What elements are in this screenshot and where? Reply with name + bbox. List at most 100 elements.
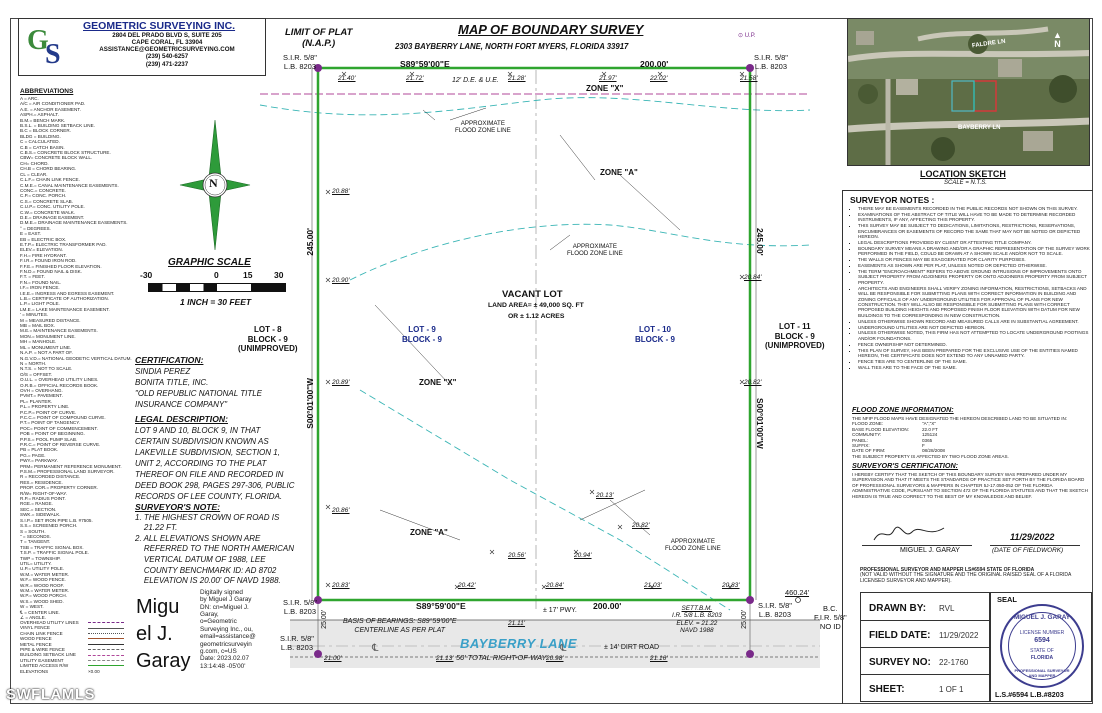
company-email[interactable]: ASSISTANCE@GEOMETRICSURVEYING.COM bbox=[99, 46, 235, 54]
abbreviation-item: M = MEASURED DISTANCE. bbox=[20, 317, 81, 323]
abbreviation-item: R.P.= RADIUS POINT. bbox=[20, 496, 66, 502]
surveyor-note-left-lines: 1. THE HIGHEST CROWN OF ROAD IS 21.22 FT… bbox=[135, 513, 335, 587]
abbreviation-item: SEC.= SECTION. bbox=[20, 506, 57, 512]
flood-info-outro: THE SUBJECT PROPERTY IS AFFECTED BY TWO … bbox=[852, 453, 1009, 459]
e25-label: 25.00' bbox=[741, 610, 748, 629]
legal-line: UNIT 2, ACCORDING TO THE PLAT bbox=[135, 459, 267, 468]
digital-signature-line: DN: cn=Miguel J. bbox=[200, 603, 249, 611]
abbreviation-item: W.M.= WATER METER. bbox=[20, 587, 70, 593]
abbreviation-item: T = TANGENT. bbox=[20, 539, 51, 545]
abbreviation-item: POC= POINT OF COMMENCEMENT. bbox=[20, 425, 98, 431]
company-logo: G S bbox=[25, 25, 65, 70]
elevation-label: 21.00' bbox=[324, 655, 342, 662]
elevation-label: 21.11' bbox=[508, 620, 526, 627]
abbreviation-item: N.T.S. = NOT TO SCALE. bbox=[20, 366, 73, 372]
certification-line: SINDIA PEREZ bbox=[135, 367, 191, 376]
abbreviation-item: PRM= PERMANENT REFERENCE MONUMENT. bbox=[20, 463, 122, 469]
abbreviation-item: C.S.= CONCRETE SLAB. bbox=[20, 198, 73, 204]
north-bearing: S89°59'00"E bbox=[400, 59, 450, 69]
company-name: GEOMETRIC SURVEYING INC. bbox=[83, 20, 236, 32]
abbreviation-item: ML = MONUMENT LINE. bbox=[20, 344, 72, 350]
legend-line-sample bbox=[88, 638, 124, 640]
flood-zone-line-mid bbox=[349, 223, 811, 281]
zone-x-top: ZONE "X" bbox=[586, 84, 624, 93]
abbreviation-item: L.P.= LIGHT POLE. bbox=[20, 301, 60, 307]
abbreviations-list: A = ARC.A/C = AIR CONDITIONER PAD.A.E. =… bbox=[20, 96, 140, 620]
legend-item: WOOD FENCE bbox=[20, 636, 140, 641]
abbreviation-item: W.M.= WATER METER. bbox=[20, 571, 70, 577]
flood-zone-line-bottom bbox=[359, 389, 731, 611]
abbreviation-item: C.U.P.= CONC. UTILITY POLE. bbox=[20, 204, 85, 210]
abbreviation-item: E.T.P.= ELECTRIC TRANSFORMER PAD. bbox=[20, 241, 107, 247]
seal-state-text: STATE OF bbox=[1030, 648, 1054, 654]
elevation-label: 20.83' bbox=[332, 582, 350, 589]
abbreviation-item: EB = ELECTRIC BOX. bbox=[20, 236, 67, 242]
abbreviation-item: F.F.E.= FINISHED FLOOR ELEVATION. bbox=[20, 263, 102, 269]
sketch-north-icon: ▲N bbox=[1053, 30, 1062, 49]
legal-block: LEGAL DESCRIPTION: LOT 9 AND 10, BLOCK 9… bbox=[135, 414, 335, 502]
legend-elevation-sample: ×0.00 bbox=[88, 668, 100, 674]
easement-label: 12' D.E. & U.E. bbox=[452, 77, 499, 84]
flood-info-block: THE NFIP FLOOD MAPS HAVE DESIGNATED THE … bbox=[852, 416, 1082, 459]
abbreviation-item: A.E. = ANCHOR EASEMENT. bbox=[20, 106, 81, 112]
right-panel-vline bbox=[842, 190, 843, 704]
flood-info-heading: FLOOD ZONE INFORMATION: bbox=[852, 405, 954, 414]
south-bearing: S89°59'00"E bbox=[416, 601, 466, 611]
survey-no-label: SURVEY NO: bbox=[869, 657, 931, 668]
abbreviation-item: PG.= PAGE. bbox=[20, 452, 46, 458]
flood-info-row: COMMUNITY:125124 bbox=[852, 432, 938, 438]
abbreviation-item: D.M.E.= DRAINAGE MAINTENANCE EASEMENTS. bbox=[20, 220, 128, 226]
vacant-lot-label: VACANT LOT bbox=[502, 289, 563, 300]
abbreviation-item: B.S.L. = BUILDING SETBACK LINE. bbox=[20, 123, 95, 129]
abbreviation-item: LM.E.= LAKE MAINTENANCE EASEMENT. bbox=[20, 306, 110, 312]
w25-label: 25.00' bbox=[321, 610, 328, 629]
abbreviation-item: W.S.= WOOD SHED. bbox=[20, 598, 64, 604]
abbreviation-item: ' = MINUTES. bbox=[20, 312, 49, 318]
sir-sw2: S.I.R. 5/8"L.B. 8203 bbox=[280, 634, 314, 652]
abbreviation-item: O.R.B.= OFFICIAL RECORDS BOOK. bbox=[20, 382, 99, 388]
abbreviation-item: ASPH.= ASPHALT. bbox=[20, 112, 59, 118]
surveyor-note-item: EASEMENTS AS SHOWN ARE PER PLAT, UNLESS … bbox=[858, 263, 1090, 268]
right-panel-divider bbox=[842, 190, 1093, 191]
surveyor-note-item: WALL TIES ARE TO THE FACE OF THE SAME. bbox=[858, 365, 1090, 370]
abbreviation-item: UTIL= UTILITY. bbox=[20, 560, 52, 566]
drawn-by-label: DRAWN BY: bbox=[869, 603, 927, 614]
seal-label: SEAL bbox=[997, 595, 1018, 604]
abbreviation-item: ° = DEGREES. bbox=[20, 225, 51, 231]
monument-se bbox=[746, 596, 754, 604]
legal-line: LOT 9 AND 10, BLOCK 9, IN THAT bbox=[135, 426, 261, 435]
abbreviation-item: CBW= CONCRETE BLOCK WALL. bbox=[20, 155, 93, 161]
legend-line-sample bbox=[88, 665, 124, 667]
scale-title: GRAPHIC SCALE bbox=[168, 257, 251, 268]
elevation-label: 20.94' bbox=[574, 552, 592, 559]
abbreviation-item: O.U.L. = OVERHEAD UTILITY LINES. bbox=[20, 377, 99, 383]
abbreviation-item: M.E.= MAINTENANCE EASEMENTS. bbox=[20, 328, 98, 334]
north-distance: 200.00' bbox=[640, 59, 669, 69]
abbreviation-item: W.F.= WOOD FENCE. bbox=[20, 577, 66, 583]
elevation-label: 20.42' bbox=[458, 582, 476, 589]
digital-signature-line: 13:14:48 -05'00' bbox=[200, 662, 246, 670]
surveyor-note-item: THIS PLAN OF SURVEY, HAS BEEN PREPARED F… bbox=[858, 348, 1090, 359]
legend-item: UTILITY EASEMENT bbox=[20, 658, 140, 663]
utility-pole-label: ⊙ U.P. bbox=[738, 33, 756, 39]
zone-x-mid: ZONE "X" bbox=[419, 378, 457, 387]
surveyor-sign-line bbox=[862, 545, 972, 546]
abbreviation-item: W.R.= WOOD ROOF. bbox=[20, 582, 65, 588]
abbreviation-item: R/W= RIGHT-OF-WAY. bbox=[20, 490, 67, 496]
flood-info-row: SUFFIX:F bbox=[852, 443, 925, 449]
flood-info-row: BASE FLOOD ELEVATION:22.0 FT bbox=[852, 426, 938, 432]
dirt-road-label: ± 14' DIRT ROAD bbox=[604, 644, 660, 651]
seal-box: SEAL MIGUEL J. GARAY LICENSE NUMBER 6594… bbox=[990, 592, 1092, 702]
legal-line: DEED BOOK 298, PAGES 297-306, PUBLIC bbox=[135, 481, 295, 490]
surveyor-note-item: UNLESS OTHERWISE SHOWN RECORD AND MEASUR… bbox=[858, 319, 1090, 324]
company-phone1: (239) 540-6257 bbox=[145, 53, 189, 61]
location-sketch-title: LOCATION SKETCH bbox=[920, 169, 1006, 179]
surveyor-cert-date: 11/29/2022 bbox=[1010, 532, 1055, 542]
scale-note: 1 INCH = 30 FEET bbox=[180, 297, 252, 307]
abbreviation-item: MB = MAIL BOX. bbox=[20, 323, 55, 329]
surveyor-note-left-block: SURVEYOR'S NOTE: 1. THE HIGHEST CROWN OF… bbox=[135, 502, 335, 587]
abbreviation-item: C.M.E.= CANAL MAINTENANCE EASEMENTS. bbox=[20, 182, 119, 188]
abbreviation-item: F.N.= FOUND NAIL. bbox=[20, 279, 62, 285]
